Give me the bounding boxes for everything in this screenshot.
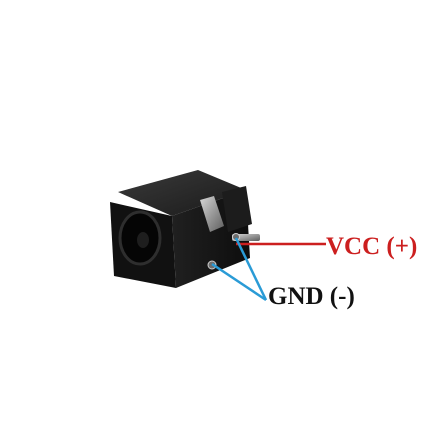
gnd-lead-line-1 [234,237,268,301]
vcc-label: VCC (+) [326,233,418,260]
jack-body-top [118,170,246,216]
gnd-lead-line-2 [211,262,267,302]
barrel-center [137,232,149,248]
barrel-rim [118,210,162,266]
gnd-label: GND (-) [268,283,355,310]
top-contact-tab [200,196,224,232]
jack-rear-block [222,186,252,232]
